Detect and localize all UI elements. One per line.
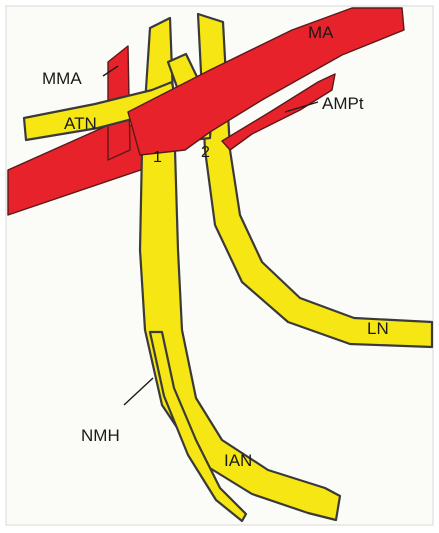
label-ma: MA (308, 23, 334, 42)
label-atn: ATN (64, 114, 97, 133)
label-ampt: AMPt (322, 94, 364, 113)
label-branch-2: 2 (201, 144, 210, 161)
label-ian: IAN (224, 451, 252, 470)
label-nmh: NMH (81, 426, 120, 445)
label-branch-1: 1 (153, 149, 162, 166)
label-ln: LN (367, 319, 389, 338)
label-mma: MMA (42, 69, 82, 88)
